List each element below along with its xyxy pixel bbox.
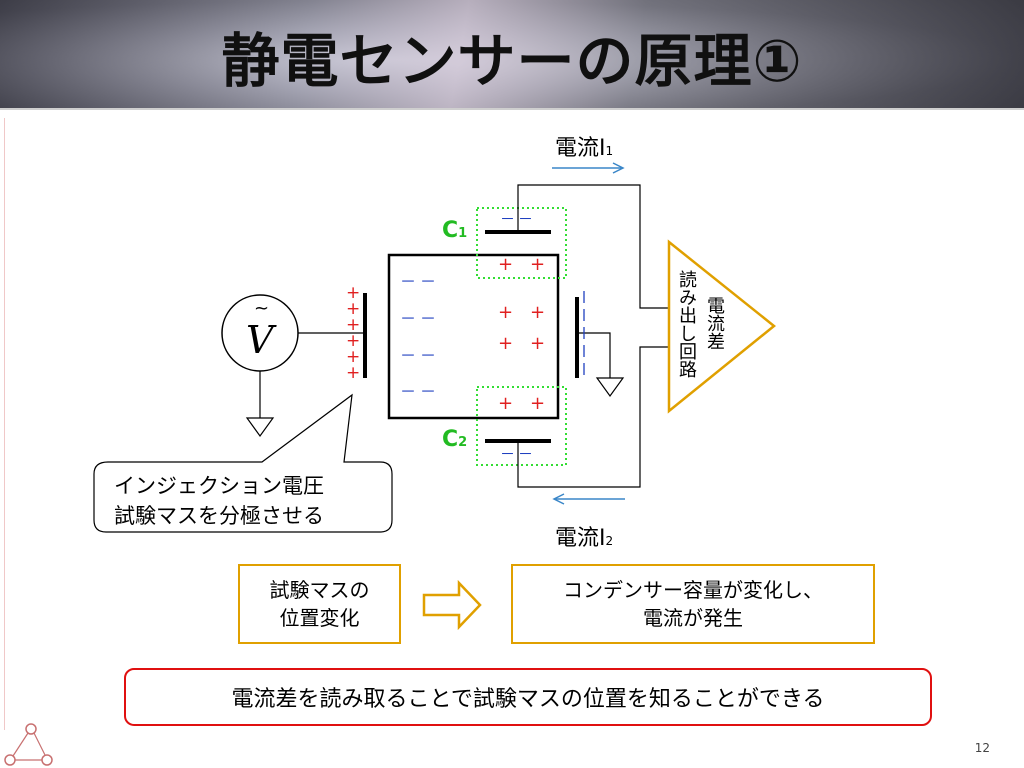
capacitance-change-line-1: コンデンサー容量が変化し、 — [563, 578, 823, 602]
page-number: 12 — [974, 741, 990, 755]
right-electrode-ground-wire — [579, 332, 611, 378]
capacitance-change-line-2: 電流が発生 — [643, 606, 743, 630]
source-ground-symbol — [245, 417, 275, 438]
conclusion-box: 電流差を読み取ることで試験マスの位置を知ることができる — [124, 668, 932, 726]
c2-region — [476, 386, 567, 466]
c2-wire — [517, 346, 669, 488]
mass-minus-1a: － — [400, 272, 417, 291]
injection-plus-6: + — [346, 363, 361, 383]
title-underline — [0, 108, 1024, 110]
logo-circle-top — [25, 723, 37, 735]
mass-plus-4b: + — [530, 393, 546, 414]
logo-circle-left — [4, 754, 16, 766]
c1-wire — [517, 184, 669, 309]
mass-minus-4b: － — [420, 382, 437, 401]
source-tilde: ~ — [254, 298, 270, 319]
conclusion-text: 電流差を読み取ることで試験マスの位置を知ることができる — [231, 687, 825, 712]
mass-plus-3a: + — [498, 333, 514, 354]
readout-circuit-label: 読み出し回路 — [676, 270, 697, 378]
mass-plus-3b: + — [530, 333, 546, 354]
injection-plus-5: + — [346, 347, 361, 367]
c1-minus-b: － — [518, 210, 534, 228]
injection-plus-3: + — [346, 315, 361, 335]
page-title: 静電センサーの原理① — [221, 27, 803, 95]
mass-minus-4a: － — [400, 382, 417, 401]
capacitance-change-box: コンデンサー容量が変化し、 電流が発生 — [511, 564, 875, 644]
title-banner: 静電センサーの原理① — [0, 0, 1024, 110]
injection-plus-4: + — [346, 331, 361, 351]
logo-line-1 — [12, 732, 29, 757]
mass-plus-2b: + — [530, 302, 546, 323]
readout-amplifier — [667, 239, 776, 414]
mass-minus-1b: － — [420, 272, 437, 291]
injection-plus-2: + — [346, 299, 361, 319]
mass-plus-1a: + — [498, 254, 514, 275]
c2-label: C2 — [442, 427, 468, 452]
c2-minus-a: － — [500, 445, 516, 463]
mass-minus-2a: － — [400, 309, 417, 328]
callout-line-1: インジェクション電圧 — [114, 474, 324, 498]
current1-arrow-head — [612, 162, 625, 174]
current2-label: 電流I2 — [555, 526, 614, 551]
test-mass — [387, 253, 560, 420]
mass-plus-4a: + — [498, 393, 514, 414]
mass-minus-3b: － — [420, 346, 437, 365]
c1-label: C1 — [442, 218, 468, 243]
starfield-background — [0, 0, 1024, 110]
c1-minus-a: － — [500, 210, 516, 228]
current-difference-label: 電流差 — [704, 296, 725, 350]
c2-minus-b: － — [518, 445, 534, 463]
mass-minus-2b: － — [420, 309, 437, 328]
injection-plus-1: + — [346, 283, 361, 303]
flow-arrow — [422, 579, 482, 631]
left-margin-line — [4, 118, 5, 730]
callout-line-2: 試験マスを分極させる — [114, 504, 324, 528]
logo-line-2 — [33, 732, 46, 756]
logo-circle-right — [41, 754, 53, 766]
mass-plus-2a: + — [498, 302, 514, 323]
source-symbol: V — [246, 318, 274, 362]
current1-label: 電流I1 — [555, 136, 614, 161]
mass-plus-1b: + — [530, 254, 546, 275]
current2-arrow-head — [552, 493, 565, 505]
position-change-box: 試験マスの 位置変化 — [238, 564, 401, 644]
position-change-line-1: 試験マスの — [269, 578, 370, 602]
callout-balloon — [93, 393, 393, 533]
position-change-line-2: 位置変化 — [279, 606, 360, 630]
right-ground-symbol — [595, 377, 625, 398]
mass-minus-3a: － — [400, 346, 417, 365]
